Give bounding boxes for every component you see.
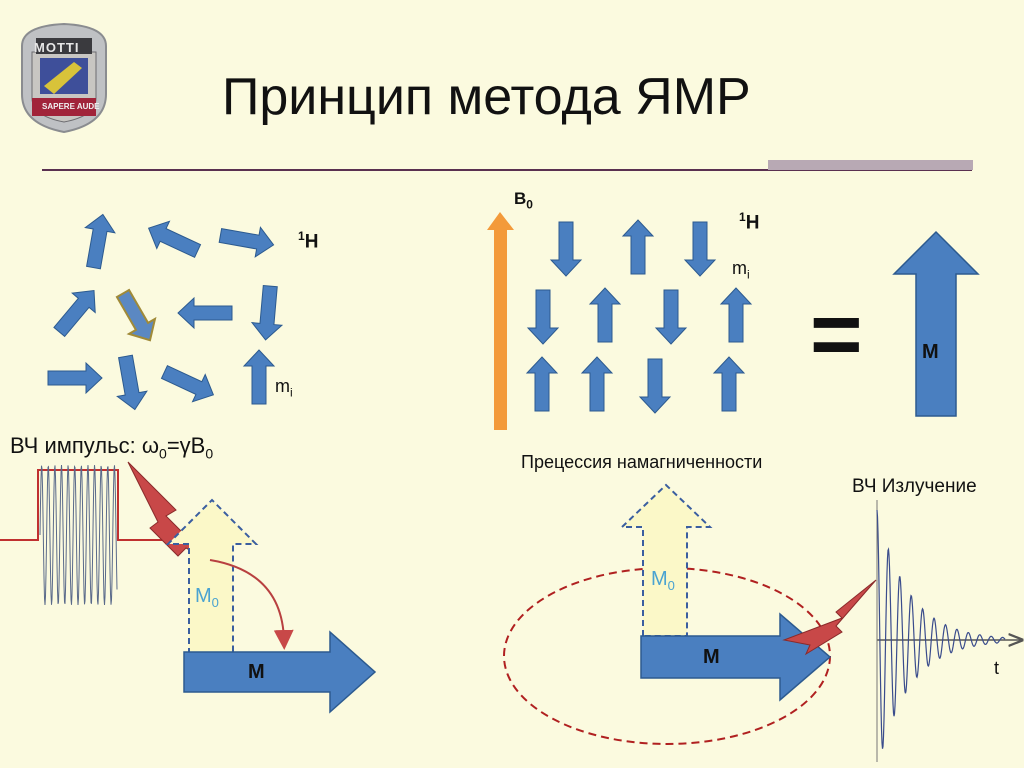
m0-equilibrium-arrow — [165, 498, 259, 655]
net-magnetization-arrow — [892, 230, 980, 417]
nucleus-symbol: H — [304, 231, 319, 253]
moment-label-right: mi — [732, 258, 750, 282]
moment-arrow — [116, 354, 148, 411]
moment-arrow-down — [638, 358, 672, 414]
moment-arrow-down — [526, 289, 560, 345]
nucleus-label-left: 1H — [298, 229, 318, 253]
b0-field-arrow — [487, 212, 514, 430]
net-magnetization-label: M — [922, 341, 939, 363]
title-rule-accent — [768, 160, 973, 170]
moment-arrow — [115, 288, 157, 342]
moment-arrow-up — [580, 356, 614, 412]
b0-subscript: 0 — [526, 197, 533, 212]
logo: MOTTI SAPERE AUDE — [14, 16, 114, 134]
fid-signal — [876, 509, 1006, 749]
nucleus-mass-number: 1 — [298, 229, 305, 243]
moment-arrow-down — [683, 221, 717, 277]
moment-subscript: i — [290, 385, 293, 400]
rf-pulse-text: ВЧ импульс: ω — [10, 433, 160, 458]
m-precessing-arrow — [640, 612, 832, 702]
moment-arrow-up — [525, 356, 559, 412]
emission-label: ВЧ Излучение — [852, 476, 977, 497]
m0-symbol: M — [651, 568, 668, 590]
m0-label-left: M0 — [195, 585, 219, 610]
nucleus-mass-number: 1 — [739, 210, 746, 224]
logo-text-bottom: SAPERE AUDE — [42, 102, 100, 111]
m0-equilibrium-arrow — [619, 483, 713, 637]
moment-symbol: m — [275, 376, 290, 396]
precession-label: Прецессия намагниченности — [521, 452, 763, 472]
moment-symbol: m — [732, 258, 747, 278]
moment-arrow — [160, 365, 215, 403]
moment-arrow-up — [719, 287, 753, 343]
m0-subscript: 0 — [211, 595, 219, 610]
moment-arrow-up — [621, 219, 655, 275]
m0-subscript: 0 — [667, 578, 675, 593]
moment-arrow — [242, 349, 276, 405]
rf-pulse — [0, 464, 162, 606]
moment-arrow — [47, 361, 103, 395]
time-axis-label: t — [994, 658, 1000, 678]
moment-arrow — [218, 226, 275, 258]
moment-arrow — [177, 296, 233, 330]
b0-subscript: 0 — [205, 445, 214, 462]
rf-pulse-formula: =γB — [166, 433, 206, 458]
moment-arrow — [147, 220, 202, 258]
omega-subscript: 0 — [159, 445, 167, 462]
moment-arrow-up — [588, 287, 622, 343]
equals-sign: = — [810, 285, 863, 385]
m0-label-right: M0 — [651, 568, 675, 593]
moment-arrow — [250, 284, 284, 341]
nucleus-symbol: H — [745, 212, 760, 234]
b0-label: B0 — [514, 189, 533, 211]
moment-subscript: i — [747, 267, 750, 282]
nucleus-label-right: 1H — [739, 210, 759, 234]
m-rotated-arrow — [183, 630, 377, 714]
m-label-left: M — [248, 661, 265, 683]
rf-lightning-icon — [127, 461, 213, 563]
moment-arrow-up — [712, 356, 746, 412]
moment-arrow — [84, 213, 116, 270]
rf-pulse-label: ВЧ импульс: ω0=γB0 — [10, 433, 213, 461]
page-title: Принцип метода ЯМР — [222, 68, 751, 126]
logo-text-top: MOTTI — [34, 40, 80, 55]
moment-label-left: mi — [275, 376, 293, 400]
moment-arrow-down — [654, 289, 688, 345]
moment-arrow — [53, 289, 96, 338]
m-label-right: M — [703, 646, 720, 668]
b0-symbol: B — [514, 189, 527, 208]
emission-lightning-icon — [782, 579, 877, 656]
m0-symbol: M — [195, 585, 212, 607]
moment-arrow-down — [549, 221, 583, 277]
rotation-arc — [209, 559, 294, 650]
